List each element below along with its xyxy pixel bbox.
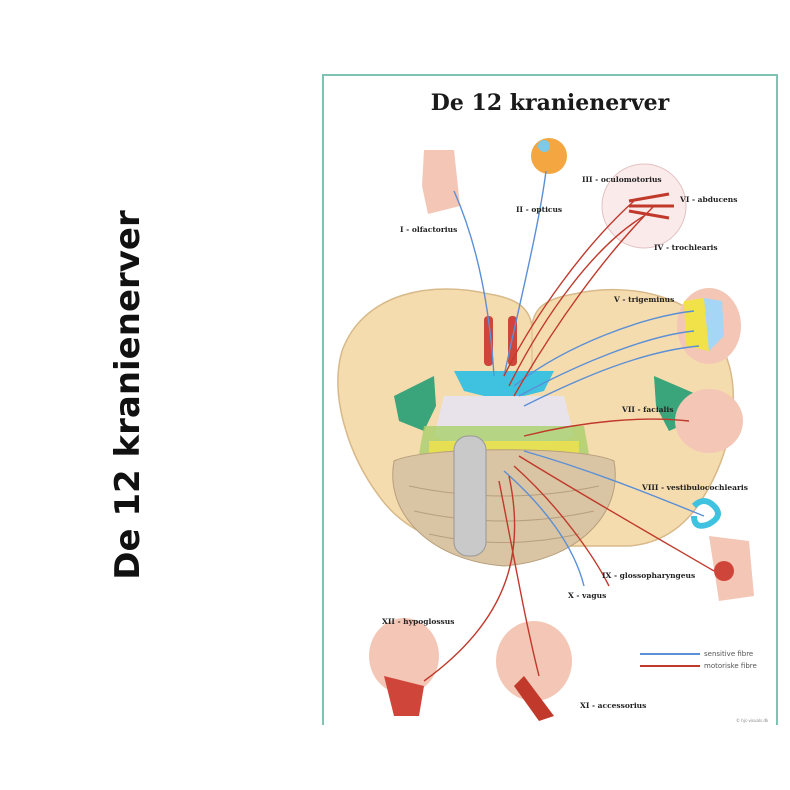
brain-illustration: I - olfactorius II - opticus III - oculo… xyxy=(337,138,769,723)
label-trigeminus: V - trigeminus xyxy=(613,295,674,304)
label-vestibulocochlearis: VIII - vestibulocochlearis xyxy=(641,483,748,492)
legend-sensory-label: sensitive fibre xyxy=(704,650,753,658)
label-vagus: X - vagus xyxy=(568,591,606,600)
side-title: De 12 kranienerver xyxy=(108,210,148,580)
legend-motor-label: motoriske fibre xyxy=(704,662,757,670)
nose-illustration xyxy=(422,150,460,214)
label-glossopharyngeus: IX - glossopharyngeus xyxy=(602,571,695,580)
olfactory-bulb-right xyxy=(484,316,493,366)
motor-fibres xyxy=(423,200,715,682)
poster-title: De 12 kranienerver xyxy=(430,90,670,116)
label-accessorius: XI - accessorius xyxy=(580,701,646,710)
brainstem xyxy=(453,435,487,557)
inner-ear xyxy=(691,498,721,529)
label-abducens: VI - abducens xyxy=(679,195,737,204)
label-opticus: II - opticus xyxy=(516,205,562,214)
sensory-fibres xyxy=(453,170,705,587)
label-hypoglossus: XII - hypoglossus xyxy=(382,617,454,626)
label-facialis: VII - facialis xyxy=(621,405,673,414)
head-accessorius xyxy=(496,621,572,701)
head-hypoglossus xyxy=(369,618,439,694)
label-olfactorius: I - olfactorius xyxy=(400,225,457,234)
cranial-nerves-poster: De 12 kranienerver xyxy=(322,74,778,725)
face-facialis xyxy=(675,389,743,453)
copyright: © hjc-visuals.dk xyxy=(736,718,769,723)
optic-chiasm xyxy=(454,371,554,396)
temporal-lobe-left xyxy=(394,376,436,431)
label-oculomotorius: III - oculomotorius xyxy=(582,175,662,184)
label-trochlearis: IV - trochlearis xyxy=(654,243,718,252)
